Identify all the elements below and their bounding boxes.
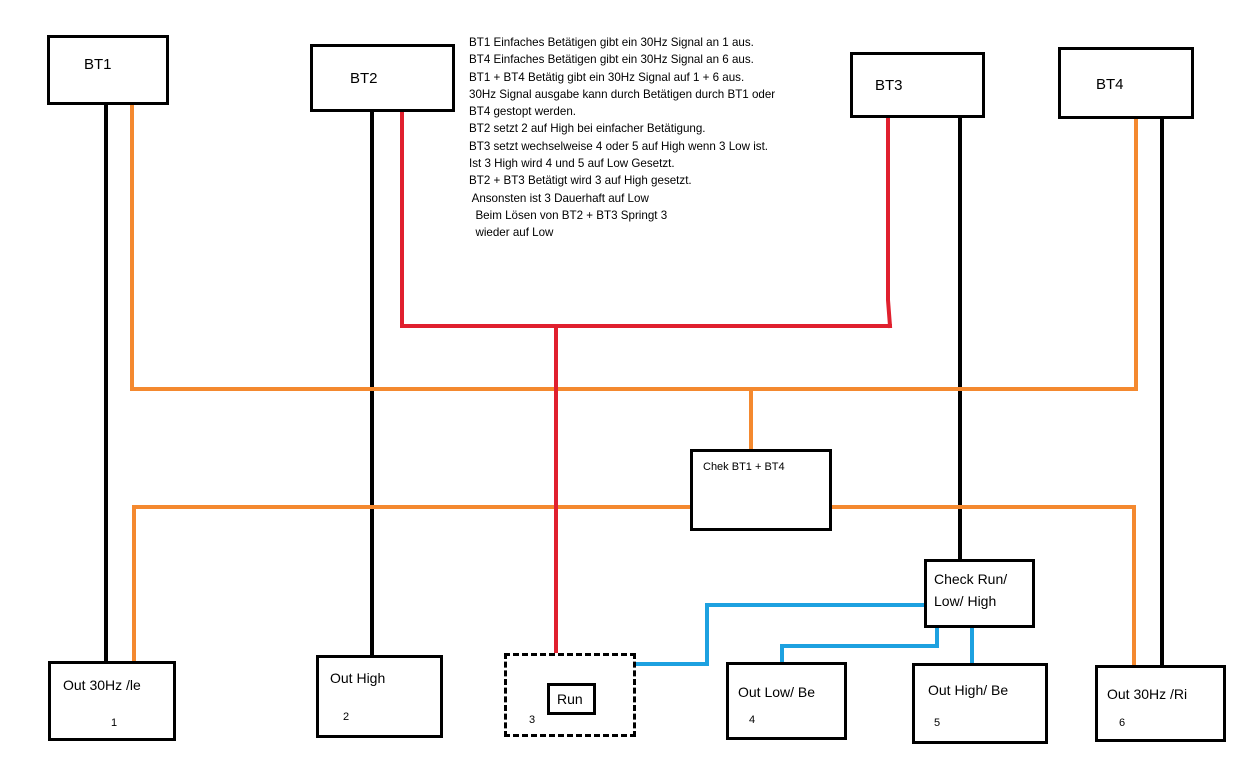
check-run-low-high-box: Check Run/ Low/ High — [924, 559, 1035, 628]
note-line: wieder auf Low — [469, 226, 554, 240]
out2-box: Out High 2 — [316, 655, 443, 738]
bt3-red-wire — [886, 116, 893, 329]
bt4-box: BT4 — [1058, 47, 1194, 119]
out2-label: Out High — [330, 670, 386, 686]
out4-box: Out Low/ Be 4 — [726, 662, 847, 740]
out6-number: 6 — [1119, 717, 1126, 729]
bt3-label: BT3 — [875, 77, 903, 94]
out3-box: Run 3 — [504, 653, 636, 737]
note-line: BT1 Einfaches Betätigen gibt ein 30Hz Si… — [469, 36, 754, 49]
out6-box: Out 30Hz /Ri 6 — [1095, 665, 1226, 742]
note-line: BT4 Einfaches Betätigen gibt ein 30Hz Si… — [469, 53, 754, 67]
out5-box: Out High/ Be 5 — [912, 663, 1048, 744]
out4-number: 4 — [749, 714, 756, 726]
out3-number: 3 — [529, 714, 536, 726]
out1-label: Out 30Hz /le — [63, 677, 141, 693]
note-line: Ansonsten ist 3 Dauerhaft auf Low — [469, 191, 649, 205]
check-bt1-bt4-box: Chek BT1 + BT4 — [690, 449, 832, 531]
run-box: Run — [547, 683, 596, 715]
note-line: Ist 3 High wird 4 und 5 auf Low Gesetzt. — [469, 157, 675, 171]
out2-number: 2 — [343, 711, 350, 723]
check-run-to-out4-wire — [780, 626, 939, 664]
note-line: BT2 + BT3 Betätigt wird 3 auf High geset… — [469, 174, 692, 188]
bt2-red-wire — [400, 110, 892, 328]
check-run-to-out3-wire — [634, 603, 926, 666]
out6-label: Out 30Hz /Ri — [1107, 686, 1188, 702]
description-notes: BT1 Einfaches Betätigen gibt ein 30Hz Si… — [469, 34, 775, 242]
note-line: BT3 setzt wechselweise 4 oder 5 auf High… — [469, 139, 769, 153]
out5-label: Out High/ Be — [928, 682, 1009, 698]
check-bt1-bt4-label: Chek BT1 + BT4 — [703, 461, 785, 473]
check-to-out1-wire — [132, 505, 692, 663]
out1-number: 1 — [111, 717, 118, 729]
note-line: BT4 gestopt werden. — [469, 105, 576, 119]
out4-label: Out Low/ Be — [738, 684, 816, 700]
check-to-out6-wire — [830, 505, 1136, 667]
check-run-label-line2: Low/ High — [934, 593, 997, 609]
run-label: Run — [557, 691, 583, 707]
bt2-label: BT2 — [350, 70, 378, 87]
bt1-box: BT1 — [47, 35, 169, 105]
bt1-label: BT1 — [84, 56, 112, 73]
note-line: Beim Lösen von BT2 + BT3 Springt 3 — [469, 208, 668, 222]
out5-number: 5 — [934, 717, 941, 729]
note-line: BT1 + BT4 Betätig gibt ein 30Hz Signal a… — [469, 70, 745, 84]
bt2-box: BT2 — [310, 44, 455, 112]
check-run-label-line1: Check Run/ — [934, 571, 1008, 587]
bt4-label: BT4 — [1096, 76, 1124, 93]
note-line: BT2 setzt 2 auf High bei einfacher Betät… — [469, 122, 706, 136]
out1-box: Out 30Hz /le 1 — [48, 661, 176, 741]
bt3-box: BT3 — [850, 52, 985, 118]
note-line: 30Hz Signal ausgabe kann durch Betätigen… — [469, 87, 776, 101]
